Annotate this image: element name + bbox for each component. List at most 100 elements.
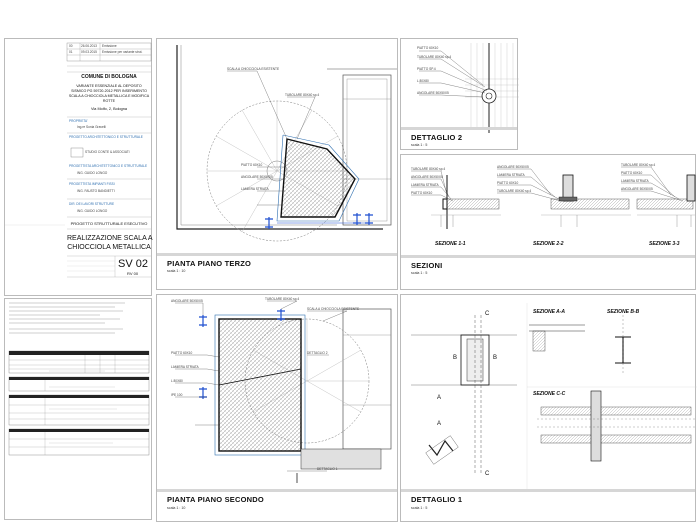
rev-row-0-desc: Emissione (102, 44, 117, 48)
s2-callout-lamiera: LAMIERA STRIATA (497, 173, 525, 177)
sections-drawing (411, 166, 696, 229)
letter-b-right: B (493, 355, 498, 361)
name-studio: STUDIO CONTE & ASSOCIATI (85, 150, 130, 154)
callout-lamiera: LAMIERA STRIATA (241, 187, 269, 191)
name-director: ING. GUIDO LONGO (77, 209, 108, 213)
s3-callout-piatto: PIATTO 60X10 (621, 171, 643, 175)
description-line-1: VARIANTE ESSENZIALE AL DEPOSITO (76, 84, 142, 88)
s-callout-profilo: IPE 100 (171, 393, 183, 397)
plan-terzo-drawing (176, 45, 397, 242)
s-callout-angolare: ANGOLARE 50X50X5 (171, 299, 203, 303)
s3-callout-angolare: ANGOLARE 50X50X5 (621, 187, 653, 191)
s3-callout-tubolare: TUBOLARE 80X40 sp.4 (621, 163, 656, 167)
d2-callout-piatto-sp: PIATTO SP.4 (417, 67, 436, 71)
drawing-title-line-1: REALIZZAZIONE SCALA A (67, 235, 153, 242)
section-label-2: SEZIONE 2-2 (533, 241, 564, 247)
view-scale-sezioni: scala 1 : 5 (411, 271, 428, 275)
rev-row-0-num: 00 (69, 44, 73, 48)
s-callout-scala: SCALA A CHIOCCIOLA ESISTENTE (307, 307, 360, 311)
rev-row-1-date: 09.03.2015 (81, 50, 97, 54)
view-dettaglio-2: PIATTO 60X10 TUBOLARE 80X40 sp.4 PIATTO … (400, 38, 519, 150)
view-title-terzo: PIANTA PIANO TERZO (167, 259, 252, 268)
view-title-secondo: PIANTA PIANO SECONDO (167, 495, 264, 504)
s1-callout-piatto: PIATTO 60X10 (411, 191, 433, 195)
section-label-3: SEZIONE 3-3 (649, 241, 680, 247)
role-director: DIR. DEI LAVORI STRUTTURE (69, 202, 115, 206)
letter-a-top: A (437, 395, 442, 401)
d2-callout-tubolare: TUBOLARE 80X40 sp.4 (417, 55, 452, 59)
name-architect: ING. GUIDO LONGO (77, 171, 108, 175)
title-band (401, 127, 517, 130)
section-mark-b: SEZIONE B-B (607, 309, 640, 315)
description-line-3: SCALA A CHIOCCIOLA METALLICA E MODIFICA (68, 94, 150, 98)
section-mark-a: SEZIONE A-A (533, 309, 566, 315)
view-scale-terzo: scala 1 : 10 (167, 269, 186, 273)
view-scale-dettaglio2: scala 1 : 5 (411, 143, 428, 147)
d2-callout-piatto: PIATTO 60X10 (417, 46, 439, 50)
section-label-1: SEZIONE 1-1 (435, 241, 466, 247)
s-callout-lamiera: LAMIERA STRIATA (171, 365, 199, 369)
d2-callout-laminato: L 80X80 (417, 79, 429, 83)
s-callout-laminato: L 80X80 (171, 379, 183, 383)
letter-a-bottom: A (437, 421, 442, 427)
description-line-4: ROTTE (102, 99, 116, 103)
rev-row-1-desc: Emissione per variante strut. (102, 50, 143, 54)
role-design: PROGETTO ARCHITETTONICO E STRUTTURALE (69, 135, 143, 139)
callout-scala: SCALA A CHIOCCIOLA ESISTENTE (227, 67, 280, 71)
s2-callout-piatto: PIATTO 60X10 (497, 181, 519, 185)
title-band (401, 489, 695, 492)
letter-c-top: C (485, 311, 490, 317)
address: Via Molfo, 2, Bologna (90, 107, 128, 111)
name-impianti: ING. FAUSTO BANDIETTI (77, 189, 115, 193)
title-band (157, 253, 397, 256)
view-title-dettaglio1: DETTAGLIO 1 (411, 495, 463, 504)
view-title-sezioni: SEZIONI (411, 261, 443, 270)
view-scale-secondo: scala 1 : 10 (167, 506, 186, 510)
rev-row-0-date: 26.06.2013 (81, 44, 97, 48)
detail1-reference: DETTAGLIO 1 (317, 467, 338, 471)
letter-c-bottom: C (485, 471, 490, 477)
revision: RV 00 (127, 271, 139, 276)
s-callout-piatto: PIATTO 60X10 (171, 351, 193, 355)
s2-callout-tubolare: TUBOLARE 80X40 sp.4 (497, 189, 532, 193)
s-callout-tubolare: TUBOLARE 80X40 sp.4 (265, 297, 300, 301)
title-band (401, 255, 695, 258)
project-kind: PROGETTO STRUTTURALE ESECUTIVO (70, 221, 148, 226)
name-owner: Ing.re Sonia Gravelli (77, 125, 106, 129)
detail2-reference: DETTAGLIO 2 (307, 351, 328, 355)
view-dettaglio-1: B B C C A A SEZIONE A-A SEZIONE B-B SEZI… (400, 294, 697, 522)
municipality: COMUNE DI BOLOGNA (81, 74, 137, 80)
detail2-drawing (419, 43, 519, 133)
notes-table (8, 302, 150, 456)
detail1-drawing (411, 303, 697, 491)
notes-panel (4, 298, 152, 520)
view-scale-dettaglio1: scala 1 : 5 (411, 506, 428, 510)
role-impianti: PROGETTISTA IMPIANTI FISSI (69, 182, 115, 186)
callout-tubolare: TUBOLARE 80X40 sp.4 (285, 93, 320, 97)
d2-callout-angolare: ANGOLARE 50X50X5 (417, 91, 449, 95)
sheet-code: SV 02 (118, 258, 148, 270)
s1-callout-tubolare: TUBOLARE 80X40 sp.4 (411, 167, 446, 171)
view-title-dettaglio2: DETTAGLIO 2 (411, 133, 463, 142)
s1-callout-angolare: ANGOLARE 50X50X5 (411, 175, 443, 179)
role-architect: PROGETTISTA ARCHITETTONICO E STRUTTURALE (69, 164, 148, 168)
s2-callout-angolare: ANGOLARE 50X50X5 (497, 165, 529, 169)
s1-callout-lamiera: LAMIERA STRIATA (411, 183, 439, 187)
letter-b-left: B (453, 355, 458, 361)
view-sezioni: TUBOLARE 80X40 sp.4 ANGOLARE 50X50X5 LAM… (400, 154, 696, 290)
role-owner: PROPRIETA' (69, 119, 88, 123)
view-pianta-secondo: ANGOLARE 50X50X5 TUBOLARE 80X40 sp.4 SCA… (156, 294, 398, 522)
s3-callout-lamiera: LAMIERA STRIATA (621, 179, 649, 183)
view-pianta-terzo: SCALA A CHIOCCIOLA ESISTENTE TUBOLARE 80… (156, 38, 398, 290)
title-block-panel: 00 26.06.2013 Emissione 01 09.03.2015 Em… (4, 38, 153, 296)
callout-angolare: ANGOLARE 50X50X5 (241, 175, 273, 179)
callout-piatto: PIATTO 60X10 (241, 163, 263, 167)
plan-secondo-drawing (175, 300, 392, 483)
section-mark-c: SEZIONE C-C (533, 391, 566, 397)
description-line-2: SISMICO PG 59720-2012 PER INSERIMENTO (71, 89, 147, 93)
drawing-title-line-2: CHIOCCIOLA METALLICA (67, 244, 151, 251)
rev-row-1-num: 01 (69, 50, 73, 54)
title-block-grid (5, 42, 152, 278)
title-band (157, 489, 397, 492)
